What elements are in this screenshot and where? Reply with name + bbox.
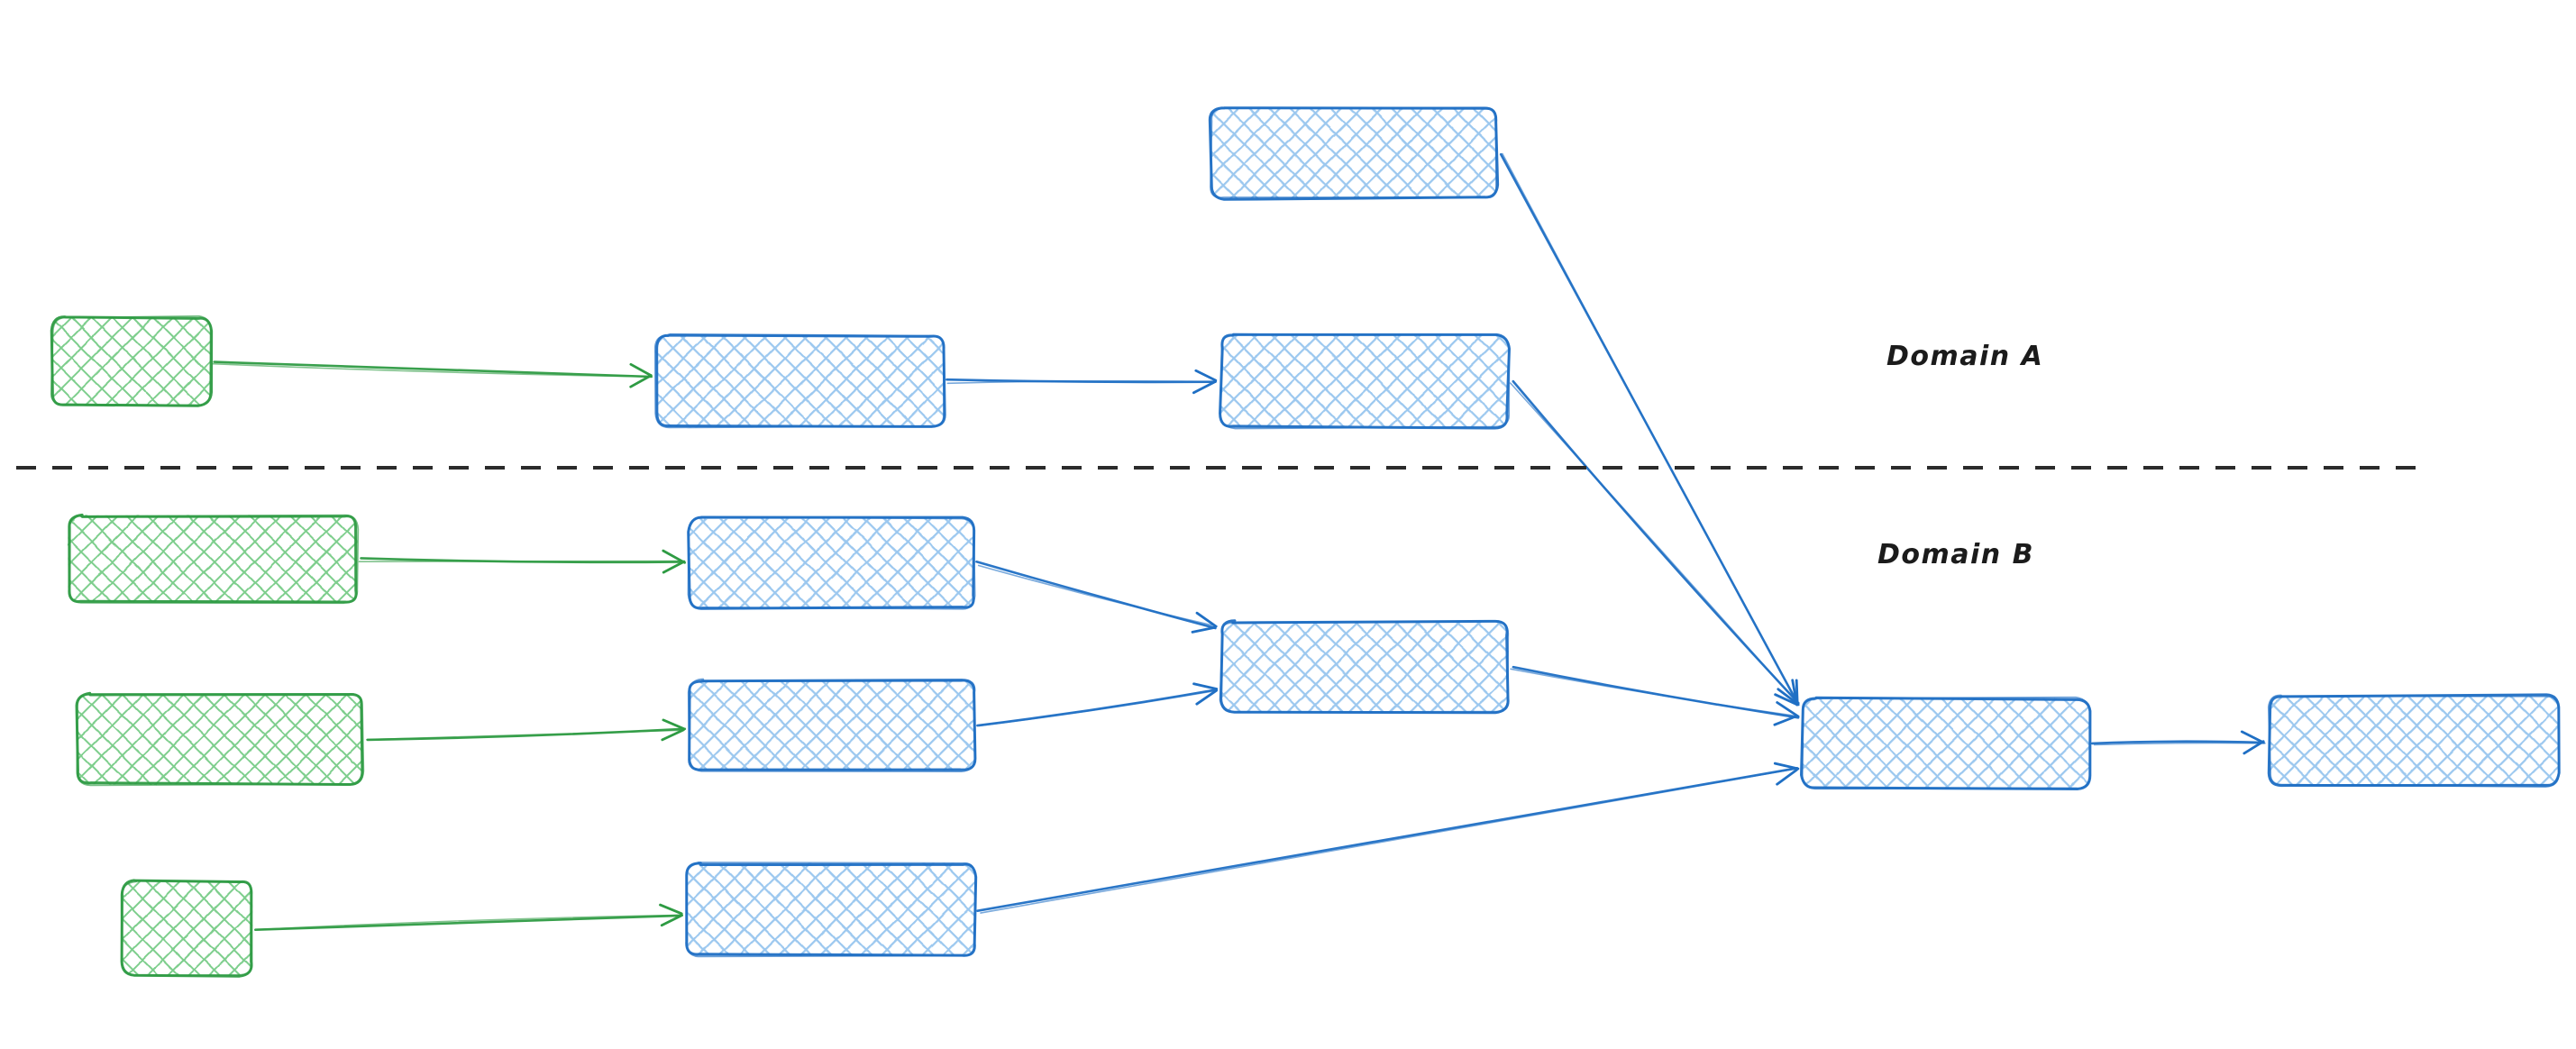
edge-b-mid3-to-conv [976, 762, 1800, 914]
edge-b-mid1-to-join-arrowhead [1195, 611, 1218, 628]
node-green-b1[interactable] [68, 513, 360, 605]
node-green-b2[interactable] [75, 691, 365, 787]
edge-b-join-to-conv-line [1510, 668, 1798, 717]
edge-b-src2-to-b-mid2-arrowhead [661, 728, 685, 742]
edge-a-mid1-to-a-mid2-arrowhead [1192, 380, 1217, 395]
edge-a-src1-to-a-mid1-line [212, 362, 652, 378]
node-blue-b2[interactable] [687, 678, 977, 772]
edge-b-mid3-to-conv-arrowhead [1773, 762, 1800, 771]
edge-conv-to-out [2090, 730, 2266, 755]
node-green-a1-outline [50, 315, 212, 406]
edge-b-src3-to-b-mid3-line [256, 914, 683, 931]
edge-b-src1-to-b-mid1-arrowhead [662, 560, 686, 574]
node-blue-b3-fill [686, 862, 976, 956]
edge-b-mid1-to-join [975, 561, 1218, 634]
edge-a-mid1-to-a-mid2-arrowhead [1194, 369, 1218, 382]
edge-b-src1-to-b-mid1-line [358, 560, 686, 562]
edge-b-src3-to-b-mid3-arrowhead [660, 914, 683, 927]
edge-b-src2-to-b-mid2 [366, 718, 687, 742]
node-blue-converge[interactable] [1800, 696, 2092, 790]
node-blue-converge-fill [1803, 698, 2090, 789]
edges-layer [212, 152, 2266, 931]
node-green-b2-outline [76, 693, 365, 787]
node-blue-a1[interactable] [653, 333, 946, 429]
node-blue-output[interactable] [2267, 693, 2561, 789]
edge-a-src1-to-a-mid1-arrowhead [629, 362, 653, 377]
edge-b-src3-to-b-mid3-arrowhead [659, 903, 683, 916]
edge-b-src1-to-b-mid1 [358, 549, 686, 574]
node-blue-a-top-outline [1210, 106, 1497, 199]
edge-b-mid2-to-join [976, 682, 1219, 727]
edge-a-mid2-to-conv-arrowhead [1774, 693, 1799, 707]
node-blue-b1-outline [687, 515, 976, 610]
edge-a-top-to-conv-line [1502, 152, 1799, 704]
node-green-a1-fill [51, 317, 212, 406]
edge-a-mid2-to-conv-line [1510, 382, 1799, 704]
edge-b-join-to-conv-arrowhead [1773, 715, 1798, 726]
edge-conv-to-out-line [2093, 742, 2266, 746]
node-green-a1[interactable] [50, 315, 214, 407]
node-green-b3[interactable] [120, 879, 253, 978]
edge-b-src3-to-b-mid3-line [254, 914, 682, 931]
edge-a-mid1-to-a-mid2 [945, 369, 1218, 395]
edge-b-src3-to-b-mid3 [254, 903, 683, 931]
edge-b-mid1-to-join-line [975, 561, 1217, 630]
edge-a-mid2-to-conv-line [1512, 379, 1800, 705]
edge-b-join-to-conv [1510, 665, 1800, 726]
node-blue-a1-outline [653, 333, 945, 429]
edge-a-mid2-to-conv-arrowhead [1791, 679, 1799, 707]
edge-conv-to-out-arrowhead [2240, 730, 2265, 744]
node-blue-a1-fill [655, 335, 945, 427]
edge-a-top-to-conv [1499, 152, 1800, 707]
node-blue-output-fill [2269, 695, 2559, 787]
edge-a-src1-to-a-mid1 [212, 360, 653, 388]
edge-b-mid2-to-join-line [978, 689, 1217, 727]
edge-conv-to-out-line [2090, 740, 2265, 745]
nodes-layer [50, 106, 2561, 978]
edge-b-src2-to-b-mid2-arrowhead [662, 718, 686, 731]
node-green-b1-fill [68, 515, 358, 603]
edge-a-src1-to-a-mid1-line [213, 360, 653, 379]
node-blue-a-top-fill [1210, 108, 1498, 199]
edge-b-mid3-to-conv-line [980, 768, 1797, 914]
node-blue-converge-outline [1801, 696, 2091, 790]
node-green-b3-fill [122, 880, 252, 976]
node-blue-b3[interactable] [685, 862, 978, 958]
edge-a-top-to-conv-arrowhead [1777, 688, 1799, 706]
node-blue-b1-fill [689, 517, 975, 609]
node-blue-b-join-outline [1219, 620, 1510, 713]
node-blue-b-join[interactable] [1219, 619, 1510, 715]
node-blue-b3-outline [685, 862, 977, 958]
node-blue-b2-outline [687, 678, 977, 772]
edge-a-mid2-to-conv [1510, 379, 1800, 707]
node-blue-a2[interactable] [1219, 333, 1511, 430]
edge-b-join-to-conv-arrowhead [1776, 701, 1800, 718]
node-blue-a2-outline [1219, 333, 1511, 430]
edge-b-mid3-to-conv-arrowhead [1776, 768, 1798, 786]
node-blue-b2-fill [689, 680, 975, 771]
edge-a-src1-to-a-mid1-arrowhead [629, 374, 653, 388]
edge-b-src1-to-b-mid1-arrowhead [662, 549, 686, 564]
node-green-b1-outline [68, 514, 360, 605]
node-blue-b1[interactable] [687, 515, 976, 610]
edge-b-mid2-to-join-arrowhead [1192, 682, 1219, 690]
edge-b-mid2-to-join-arrowhead [1195, 689, 1218, 706]
edge-b-mid2-to-join-line [976, 689, 1218, 727]
edge-b-mid3-to-conv-line [976, 767, 1799, 912]
edge-b-mid1-to-join-arrowhead [1191, 625, 1217, 634]
edge-a-mid1-to-a-mid2-line [946, 380, 1217, 385]
node-blue-output-outline [2267, 694, 2560, 789]
domain-a-label: Domain A [1886, 341, 2044, 372]
node-green-b3-outline [120, 880, 253, 977]
node-blue-a-top[interactable] [1208, 106, 1500, 201]
node-blue-a2-fill [1220, 334, 1508, 427]
edge-b-mid1-to-join-line [977, 564, 1218, 627]
domain-b-label: Domain B [1877, 539, 2034, 570]
node-blue-b-join-fill [1220, 621, 1509, 713]
edge-conv-to-out-arrowhead [2243, 740, 2265, 755]
node-green-b2-fill [77, 694, 363, 785]
edge-b-src2-to-b-mid2-line [366, 729, 685, 741]
